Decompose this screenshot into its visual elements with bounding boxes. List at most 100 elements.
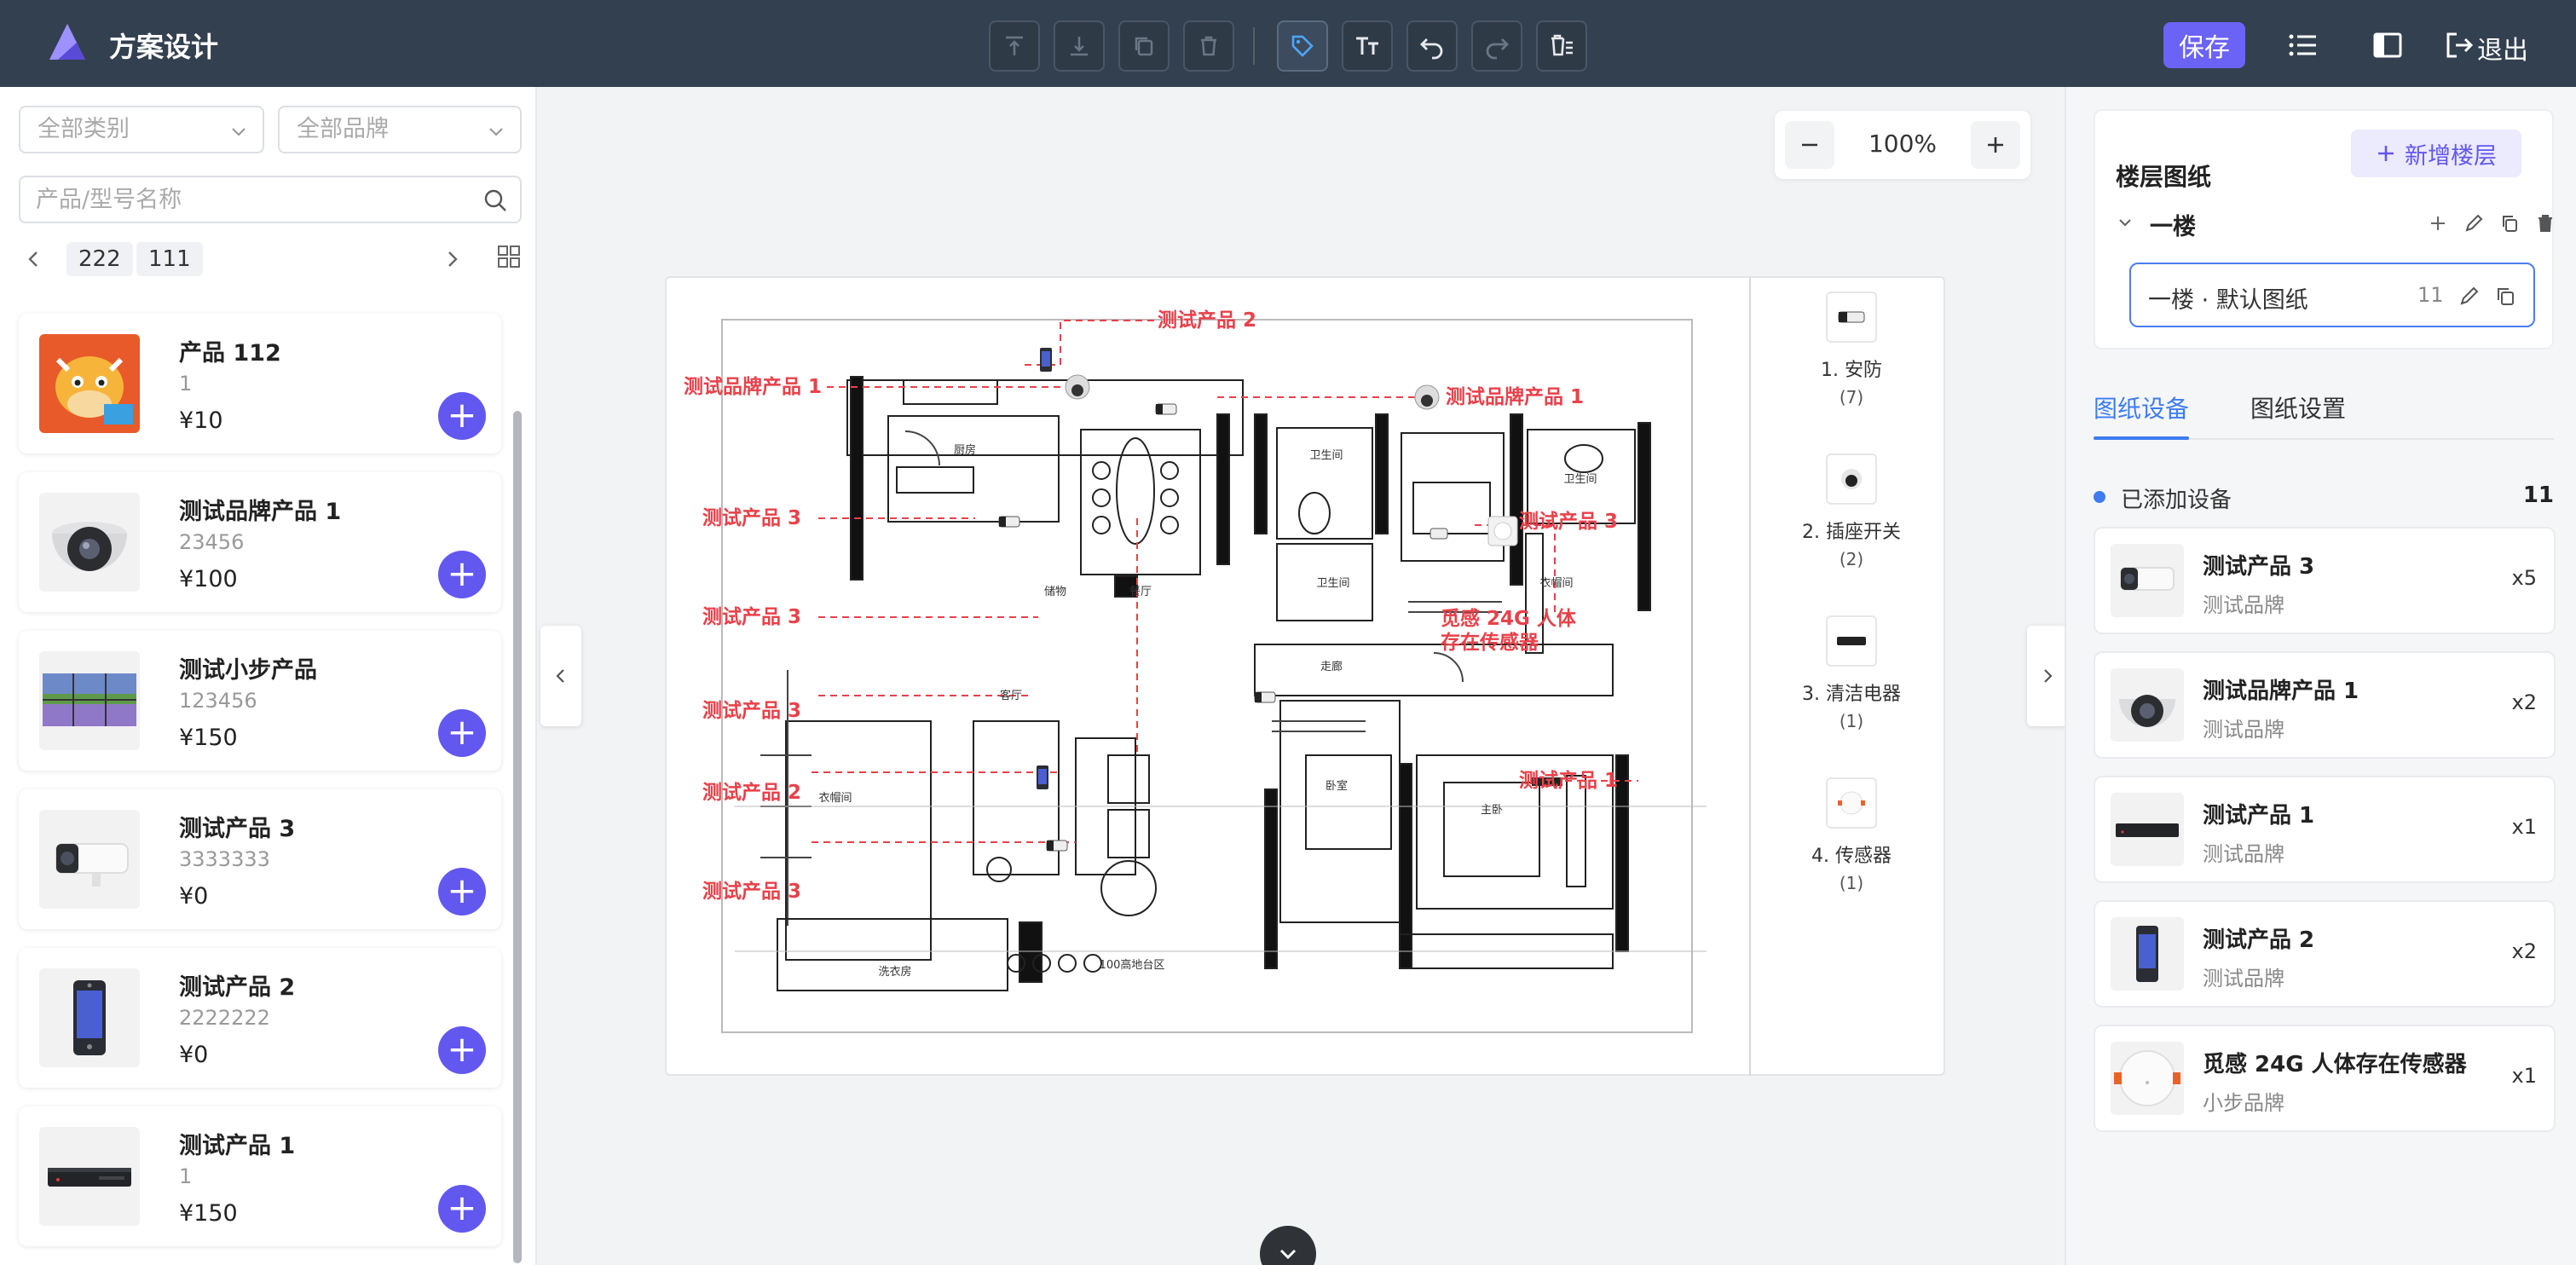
product-price: ¥0 [179, 1042, 209, 1068]
room-label: 主卧 [1481, 804, 1503, 817]
save-button[interactable]: 保存 [2163, 22, 2245, 68]
device-callout[interactable]: 测试产品 3 [1519, 511, 1619, 533]
room-label: 走廊 [1320, 660, 1343, 673]
pager-tag[interactable]: 222 [66, 242, 133, 276]
sidebar-layout-icon [2373, 32, 2402, 58]
added-devices-count: 11 [2522, 482, 2554, 508]
device-item[interactable]: 觅感 24G 人体存在传感器 小步品牌 x1 [2094, 1025, 2556, 1132]
list-view-button[interactable] [2283, 26, 2322, 65]
edit-drawing-icon[interactable] [2458, 285, 2481, 307]
drawing-item[interactable]: 一楼 · 默认图纸 11 [2129, 263, 2535, 327]
product-card[interactable]: 测试小步产品 123456 ¥150 + [19, 631, 501, 771]
product-card[interactable]: 产品 112 1 ¥10 + [19, 314, 501, 453]
pager-prev-button[interactable] [19, 244, 49, 274]
design-canvas[interactable]: 100% [539, 87, 2068, 1265]
legend-count: (1) [1839, 711, 1864, 731]
bullet-camera-icon [2111, 544, 2184, 617]
tag-icon [1291, 35, 1314, 57]
delete-floor-icon[interactable] [2533, 211, 2557, 235]
floor-plan-sheet[interactable]: 厨房 餐厅 卫生间 卫生间 卫生间 衣帽间 储物 客厅 走廊 衣帽间 卧室 主卧… [665, 276, 1945, 1076]
align-bottom-icon [1071, 37, 1088, 56]
add-floor-button[interactable]: 新增楼层 [2351, 130, 2521, 177]
room-label: 100高地台区 [1100, 958, 1165, 972]
device-item[interactable]: 测试产品 1 测试品牌 x1 [2094, 776, 2556, 883]
device-name: 觅感 24G 人体存在传感器 [2203, 1052, 2467, 1077]
add-product-button[interactable]: + [438, 1026, 486, 1074]
legend-item: 4. 传感器 (1) [1766, 777, 1937, 893]
redo-button[interactable] [1471, 20, 1522, 72]
text-tool-button[interactable] [1342, 20, 1393, 72]
pager-tag[interactable]: 111 [136, 242, 203, 276]
copy-drawing-icon[interactable] [2494, 285, 2516, 307]
zoom-in-button[interactable] [1971, 121, 2020, 169]
tab-drawing-settings[interactable]: 图纸设置 [2250, 395, 2347, 423]
copy-floor-icon[interactable] [2498, 211, 2521, 235]
collapse-right-panel-button[interactable] [2027, 626, 2068, 726]
product-list-scrollbar[interactable] [513, 411, 522, 1263]
product-card[interactable]: 测试产品 2 2222222 ¥0 + [19, 948, 501, 1088]
device-callout[interactable]: 测试产品 2 [1158, 309, 1257, 332]
legend-count: (1) [1839, 873, 1864, 893]
top-header: 方案设计 保存 退出 [0, 0, 2576, 87]
zoom-out-button[interactable] [1785, 121, 1834, 169]
device-callout[interactable]: 测试产品 3 [702, 606, 802, 628]
toggle-panel-button[interactable] [2368, 26, 2407, 65]
device-callout[interactable]: 测试产品 1 [1519, 770, 1619, 792]
copy-button[interactable] [1118, 20, 1170, 72]
tab-drawing-devices[interactable]: 图纸设备 [2094, 395, 2190, 423]
add-drawing-icon[interactable] [2426, 211, 2450, 235]
device-callout[interactable]: 觅感 24G 人体存在传感器 [1441, 608, 1576, 654]
room-label: 餐厅 [1129, 585, 1152, 598]
grid-view-icon[interactable] [496, 244, 522, 269]
device-item[interactable]: 测试产品 2 测试品牌 x2 [2094, 900, 2556, 1008]
search-icon[interactable] [482, 188, 508, 213]
device-item[interactable]: 测试产品 3 测试品牌 x5 [2094, 527, 2556, 634]
device-callout[interactable]: 测试品牌产品 1 [684, 376, 823, 398]
device-callout[interactable]: 测试品牌产品 1 [1446, 386, 1585, 408]
device-callout[interactable]: 测试产品 2 [702, 782, 802, 804]
product-card[interactable]: 测试产品 1 1 ¥150 + [19, 1106, 501, 1246]
undo-button[interactable] [1406, 20, 1458, 72]
align-bottom-button[interactable] [1054, 20, 1105, 72]
device-item[interactable]: 测试品牌产品 1 测试品牌 x2 [2094, 651, 2556, 759]
trash-icon [1201, 36, 1216, 56]
device-quantity: x2 [2511, 690, 2537, 714]
add-product-button[interactable]: + [438, 709, 486, 757]
legend-divider [1749, 278, 1751, 1076]
brand-select[interactable]: 全部品牌 [278, 106, 522, 153]
video-doorbell-icon [39, 968, 140, 1067]
exit-button[interactable] [2440, 26, 2479, 65]
label-tool-button[interactable] [1277, 20, 1328, 72]
delete-button[interactable] [1183, 20, 1234, 72]
add-floor-label: 新增楼层 [2405, 142, 2497, 170]
add-product-button[interactable]: + [438, 392, 486, 440]
expand-bottom-panel-button[interactable] [1260, 1226, 1316, 1265]
device-callout[interactable]: 测试产品 3 [702, 700, 802, 722]
device-callout[interactable]: 测试产品 3 [702, 881, 802, 903]
product-search-input[interactable] [36, 182, 479, 217]
room-label: 卫生间 [1316, 577, 1349, 590]
product-card[interactable]: 测试产品 3 3333333 ¥0 + [19, 789, 501, 929]
product-name: 测试品牌产品 1 [179, 499, 342, 525]
nvr-recorder-icon [39, 1127, 140, 1226]
add-product-button[interactable]: + [438, 1185, 486, 1233]
collapse-left-panel-button[interactable] [540, 626, 581, 726]
device-callout[interactable]: 测试产品 3 [702, 507, 802, 529]
toolbar-separator [1253, 27, 1255, 65]
exit-label[interactable]: 退出 [2477, 36, 2528, 66]
add-product-button[interactable]: + [438, 551, 486, 598]
floor-row[interactable]: 一楼 [2116, 206, 2552, 240]
edit-floor-icon[interactable] [2462, 211, 2486, 235]
clear-all-button[interactable] [1536, 20, 1587, 72]
product-price: ¥100 [179, 566, 238, 592]
category-select[interactable]: 全部类别 [19, 106, 264, 153]
dome-camera-icon [2111, 668, 2184, 742]
chevron-down-icon[interactable] [2116, 213, 2134, 232]
product-price: ¥10 [179, 407, 223, 434]
align-top-button[interactable] [989, 20, 1040, 72]
add-product-button[interactable]: + [438, 868, 486, 916]
pager-next-button[interactable] [436, 244, 467, 274]
active-tab-indicator [2094, 436, 2189, 440]
product-card[interactable]: 测试品牌产品 1 23456 ¥100 + [19, 472, 501, 612]
room-label: 卧室 [1326, 779, 1348, 793]
